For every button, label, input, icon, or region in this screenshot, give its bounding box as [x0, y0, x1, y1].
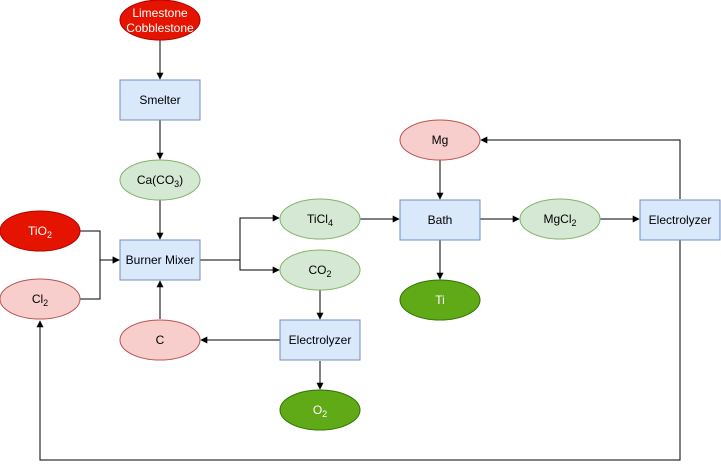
node-cl2[interactable]: Cl2: [0, 278, 81, 320]
node-electrolyzer-mid[interactable]: Electrolyzer: [279, 319, 361, 361]
limestone-label-line2: Cobblestone: [126, 21, 194, 35]
node-c[interactable]: C: [119, 319, 201, 361]
o2-label: O2: [313, 403, 327, 419]
limestone-label-line1: Limestone: [132, 6, 188, 20]
edge-tio2-to-burner-mixer: [80, 230, 120, 264]
node-ticl4[interactable]: TiCl4: [279, 198, 361, 240]
c-label: C: [156, 333, 165, 347]
bath-label: Bath: [428, 213, 453, 227]
burner-mixer-label: Burner Mixer: [126, 253, 195, 267]
tio2-label: TiO2: [28, 224, 52, 240]
node-limestone-cobblestone[interactable]: Limestone Cobblestone: [119, 0, 201, 41]
electrolyzer-right-label: Electrolyzer: [649, 213, 712, 227]
ti-label: Ti: [435, 293, 445, 307]
edge-electrolyzer-to-cl2: [36, 240, 681, 461]
node-o2[interactable]: O2: [279, 389, 361, 431]
cl2-label: Cl2: [32, 292, 48, 308]
mg-label: Mg: [432, 133, 449, 147]
edge-burner-mixer-to-co2: [200, 259, 280, 274]
edge-cl2-to-burner-mixer: [80, 256, 120, 300]
mgcl2-label: MgCl2: [543, 212, 576, 228]
edges: [36, 40, 681, 461]
node-bath[interactable]: Bath: [399, 199, 481, 241]
node-mg[interactable]: Mg: [399, 119, 481, 161]
node-ti[interactable]: Ti: [399, 279, 481, 321]
node-mgcl2[interactable]: MgCl2: [519, 198, 601, 240]
edge-burner-mixer-to-ticl4: [200, 214, 280, 261]
node-tio2[interactable]: TiO2: [0, 210, 81, 252]
node-burner-mixer[interactable]: Burner Mixer: [119, 239, 201, 281]
node-smelter[interactable]: Smelter: [119, 79, 201, 121]
node-electrolyzer-right[interactable]: Electrolyzer: [639, 199, 721, 241]
node-co2[interactable]: CO2: [279, 249, 361, 291]
ticl4-label: TiCl4: [307, 212, 333, 228]
edge-electrolyzer-to-mg: [480, 136, 681, 199]
co2-label: CO2: [308, 263, 331, 279]
electrolyzer-mid-label: Electrolyzer: [289, 333, 352, 347]
caco3-label: Ca(CO3): [137, 173, 183, 189]
node-caco3[interactable]: Ca(CO3): [119, 159, 201, 201]
smelter-label: Smelter: [139, 93, 180, 107]
